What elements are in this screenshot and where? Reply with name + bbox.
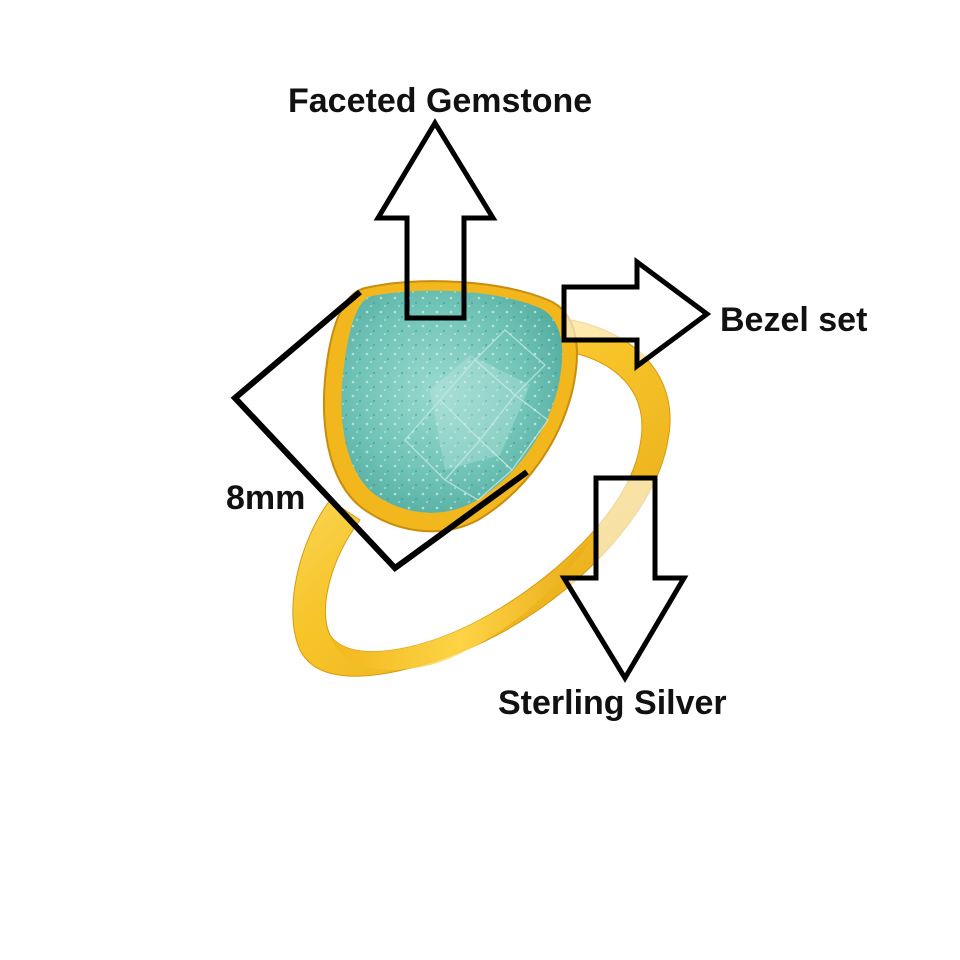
arrow-right-icon (561, 257, 712, 371)
label-bezel-set: Bezel set (720, 301, 868, 339)
label-faceted-gemstone: Faceted Gemstone (288, 82, 593, 120)
arrow-down-icon (559, 475, 689, 683)
gemstone (341, 290, 563, 513)
label-sterling-silver: Sterling Silver (498, 684, 727, 722)
label-size: 8mm (226, 479, 306, 517)
arrow-up-icon (373, 118, 498, 321)
gem-facets (404, 329, 549, 501)
size-bracket (230, 289, 529, 572)
